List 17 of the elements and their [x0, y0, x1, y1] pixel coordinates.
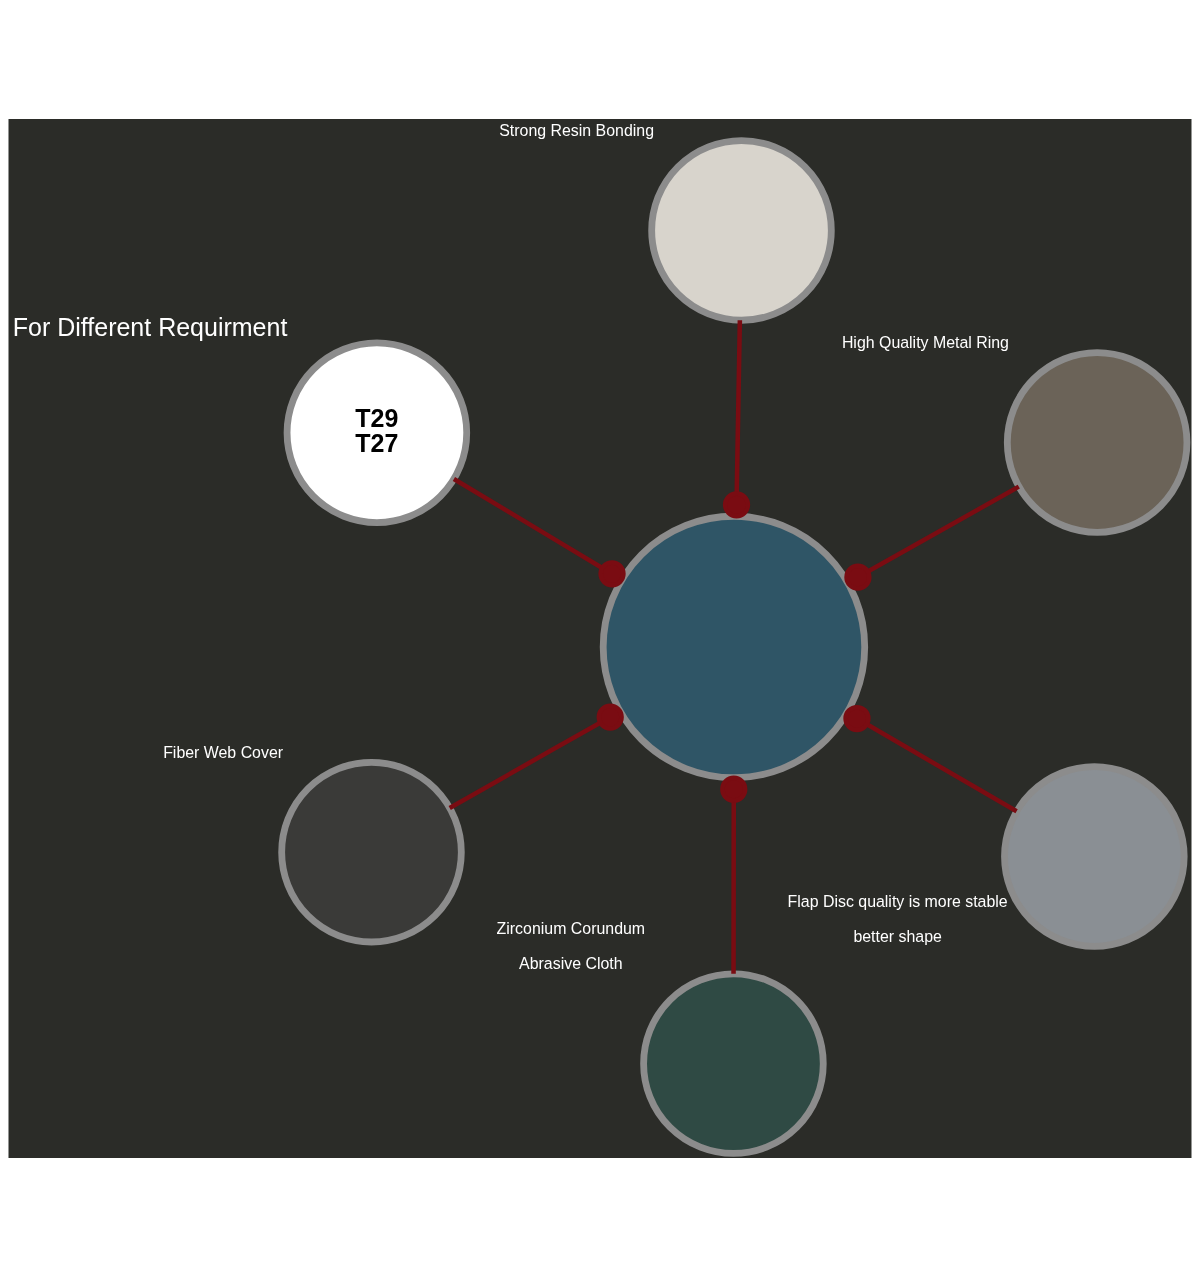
connector: [452, 476, 626, 587]
node-label: Zirconium Corundum: [496, 919, 646, 937]
node-label: Strong Resin Bonding: [499, 121, 654, 139]
node-label: better shape: [853, 927, 942, 945]
connector: [720, 775, 748, 974]
node-label: Flap Disc quality is more stable: [787, 892, 1008, 910]
node-circle: [278, 758, 465, 945]
node-label: Abrasive Cloth: [519, 954, 623, 972]
node-circle: T29 T27: [283, 339, 471, 526]
connector: [448, 702, 624, 810]
connector: [844, 484, 1020, 591]
node-circle: [640, 969, 827, 1157]
connector: [843, 704, 1018, 813]
node-label: High Quality Metal Ring: [841, 333, 1009, 351]
node-label: Fiber Web Cover: [163, 743, 284, 761]
connector: [722, 319, 751, 518]
node-label: For Different Requirment: [12, 312, 288, 341]
